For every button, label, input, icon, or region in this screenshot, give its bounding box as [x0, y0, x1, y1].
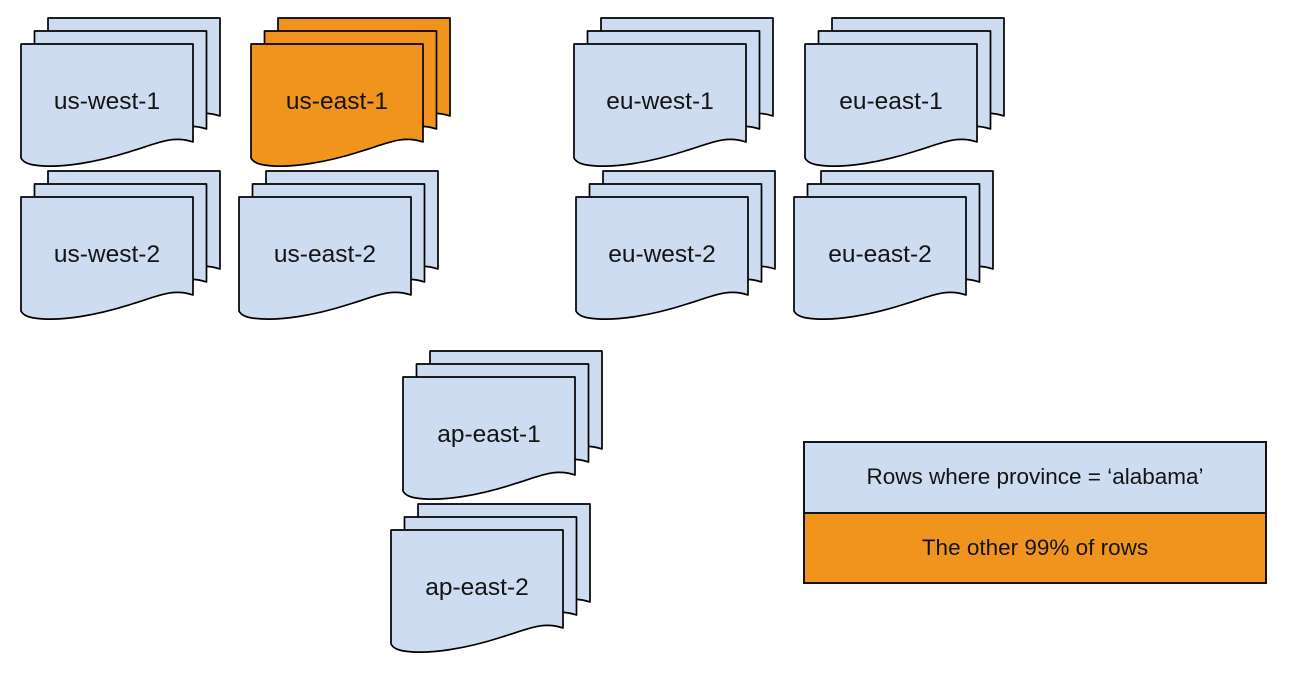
doc-stack-eu-west-2: eu-west-2: [575, 170, 777, 323]
legend-item-label: The other 99% of rows: [921, 534, 1149, 560]
doc-stack-ap-east-2: ap-east-2: [390, 503, 592, 656]
doc-stack-eu-east-1: eu-east-1: [804, 17, 1006, 170]
document-shape-front: [793, 196, 967, 320]
document-stack-graphic: [575, 170, 776, 320]
document-stack-graphic: [390, 503, 591, 653]
document-shape-front: [573, 43, 747, 167]
legend-item-label: Rows where province = ‘alabama’: [866, 464, 1204, 490]
document-shape-front: [250, 43, 424, 167]
doc-stack-eu-west-1: eu-west-1: [573, 17, 775, 170]
document-stack-graphic: [20, 17, 221, 167]
document-shape-front: [20, 43, 194, 167]
document-shape-front: [402, 376, 576, 500]
doc-stack-eu-east-2: eu-east-2: [793, 170, 995, 323]
document-stack-graphic: [804, 17, 1005, 167]
doc-stack-us-west-2: us-west-2: [20, 170, 222, 323]
doc-stack-ap-east-1: ap-east-1: [402, 350, 604, 503]
legend-item-filtered-rows: Rows where province = ‘alabama’: [805, 443, 1265, 512]
document-shape-front: [20, 196, 194, 320]
legend-box: Rows where province = ‘alabama’ The othe…: [803, 441, 1267, 584]
document-stack-graphic: [250, 17, 451, 167]
doc-stack-us-east-2: us-east-2: [238, 170, 440, 323]
document-stack-graphic: [20, 170, 221, 320]
document-shape-front: [575, 196, 749, 320]
doc-stack-us-east-1: us-east-1: [250, 17, 452, 170]
document-stack-graphic: [573, 17, 774, 167]
document-stack-graphic: [402, 350, 603, 500]
document-shape-front: [390, 529, 564, 653]
document-shape-front: [804, 43, 978, 167]
doc-stack-us-west-1: us-west-1: [20, 17, 222, 170]
document-stack-graphic: [793, 170, 994, 320]
legend-item-other-rows: The other 99% of rows: [805, 511, 1265, 582]
document-shape-front: [238, 196, 412, 320]
document-stack-graphic: [238, 170, 439, 320]
